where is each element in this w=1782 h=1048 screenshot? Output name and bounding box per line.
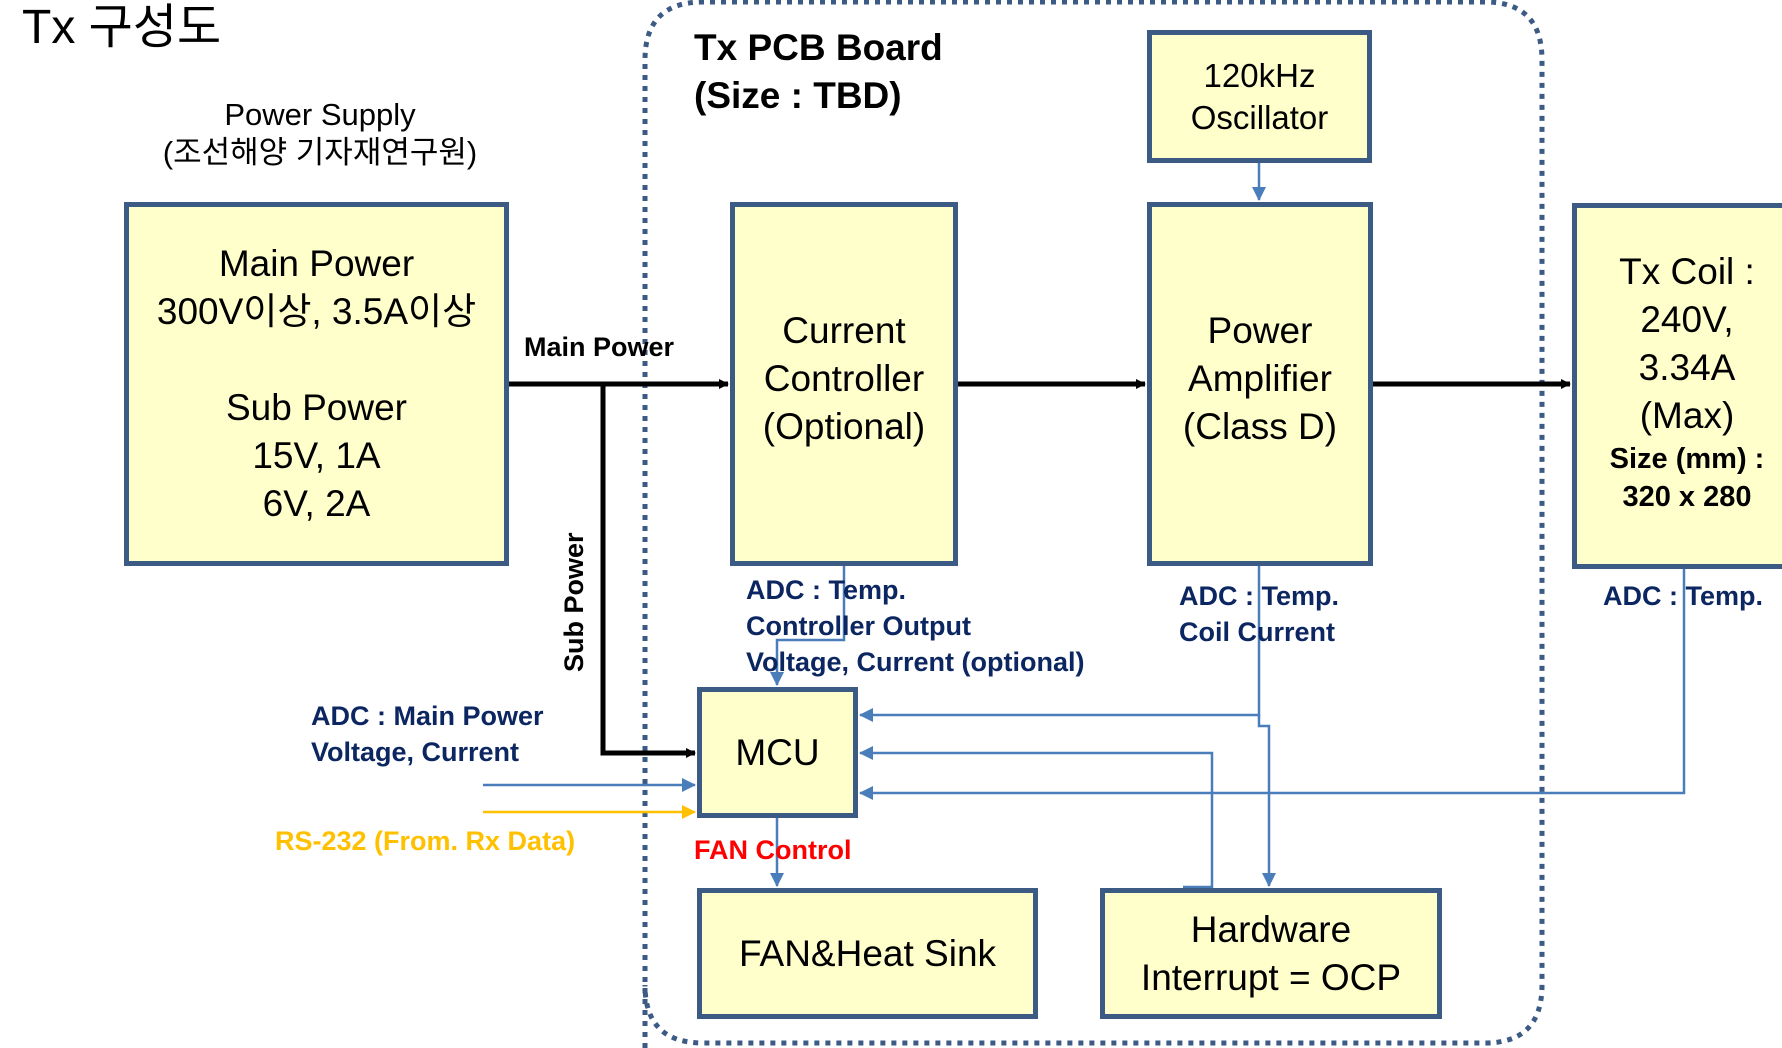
- tx-coil-current: 3.34A: [1638, 347, 1736, 388]
- main-power-wire-label: Main Power: [524, 332, 675, 362]
- power-supply-caption: Power Supply (조선해양 기자재연구원): [120, 96, 520, 172]
- power-supply-box[interactable]: Main Power 300V이상, 3.5A이상 Sub Power 15V,…: [124, 202, 509, 566]
- oscillator-label: Oscillator: [1190, 98, 1329, 136]
- pcb-board-title-line1: Tx PCB Board: [694, 27, 943, 68]
- hw-interrupt-line2: Interrupt = OCP: [1140, 956, 1402, 998]
- pcb-board-title-line2: (Size : TBD): [694, 75, 902, 116]
- fan-control-label: FAN Control: [694, 835, 852, 865]
- tx-coil-line1: Tx Coil :: [1619, 251, 1755, 292]
- current-controller-line3: (Optional): [762, 406, 926, 447]
- pcb-board-title: Tx PCB Board (Size : TBD): [694, 24, 943, 120]
- mcu-box[interactable]: MCU: [697, 687, 858, 818]
- adc-main-line1: ADC : Main Power: [311, 701, 544, 731]
- tx-coil-voltage: 240V,: [1640, 299, 1734, 340]
- sub-power-title: Sub Power: [226, 387, 407, 428]
- tx-coil-text: Tx Coil : 240V, 3.34A (Max) Size (mm) : …: [1577, 248, 1782, 516]
- sub-power-spec-2: 6V, 2A: [262, 483, 371, 524]
- sub-power-spec-1: 15V, 1A: [252, 435, 381, 476]
- tx-coil-size-label: Size (mm) :: [1609, 443, 1765, 475]
- rs232-label: RS-232 (From. Rx Data): [275, 826, 576, 856]
- pa-to-ocp-wire: [1257, 715, 1276, 887]
- power-supply-caption-line1: Power Supply: [224, 97, 416, 132]
- cc-adc-label: ADC : Temp. Controller Output Voltage, C…: [746, 572, 1085, 680]
- cc-adc-line2: Controller Output: [746, 611, 971, 641]
- sub-power-wire: [600, 384, 696, 758]
- power-amplifier-line2: Amplifier: [1188, 358, 1332, 399]
- oscillator-box[interactable]: 120kHz Oscillator: [1147, 30, 1372, 163]
- adc-main-line2: Voltage, Current: [311, 737, 520, 767]
- pa-adc-label: ADC : Temp. Coil Current: [1179, 578, 1339, 650]
- oscillator-frequency: 120kHz: [1203, 56, 1316, 94]
- adc-main-power-label: ADC : Main Power Voltage, Current: [311, 698, 544, 770]
- fan-heatsink-box[interactable]: FAN&Heat Sink: [697, 888, 1038, 1019]
- tx-coil-max: (Max): [1639, 395, 1735, 436]
- mcu-label: MCU: [735, 731, 820, 773]
- cc-adc-line3: Voltage, Current (optional): [746, 647, 1085, 677]
- tx-coil-size-value: 320 x 280: [1622, 481, 1752, 513]
- fan-heatsink-label: FAN&Heat Sink: [738, 932, 997, 974]
- power-amplifier-box[interactable]: Power Amplifier (Class D): [1147, 202, 1373, 566]
- pcb-board-outline: [642, 0, 1545, 1048]
- ocp-to-mcu-wire: [859, 746, 1214, 889]
- current-controller-box[interactable]: Current Controller (Optional): [730, 202, 958, 566]
- tx-coil-box[interactable]: Tx Coil : 240V, 3.34A (Max) Size (mm) : …: [1572, 203, 1782, 569]
- main-power-title: Main Power: [218, 243, 415, 284]
- pa-adc-line2: Coil Current: [1179, 617, 1336, 647]
- page-title: Tx 구성도: [22, 1, 222, 54]
- current-controller-line1: Current: [782, 310, 906, 351]
- cc-adc-wire: [770, 565, 846, 686]
- current-controller-line2: Controller: [763, 358, 925, 399]
- power-amplifier-line3: (Class D): [1182, 406, 1338, 447]
- sub-power-wire-label: Sub Power: [559, 532, 589, 672]
- pa-adc-line1: ADC : Temp.: [1179, 581, 1339, 611]
- coil-adc-label: ADC : Temp.: [1603, 581, 1763, 611]
- hw-interrupt-box[interactable]: Hardware Interrupt = OCP: [1100, 888, 1442, 1019]
- main-power-spec: 300V이상, 3.5A이상: [156, 291, 477, 332]
- power-supply-caption-line2: (조선해양 기자재연구원): [162, 135, 478, 170]
- hw-interrupt-line1: Hardware: [1190, 908, 1352, 950]
- cc-adc-line1: ADC : Temp.: [746, 575, 906, 605]
- coil-adc-wire: [859, 568, 1686, 800]
- power-amplifier-line1: Power: [1207, 310, 1313, 351]
